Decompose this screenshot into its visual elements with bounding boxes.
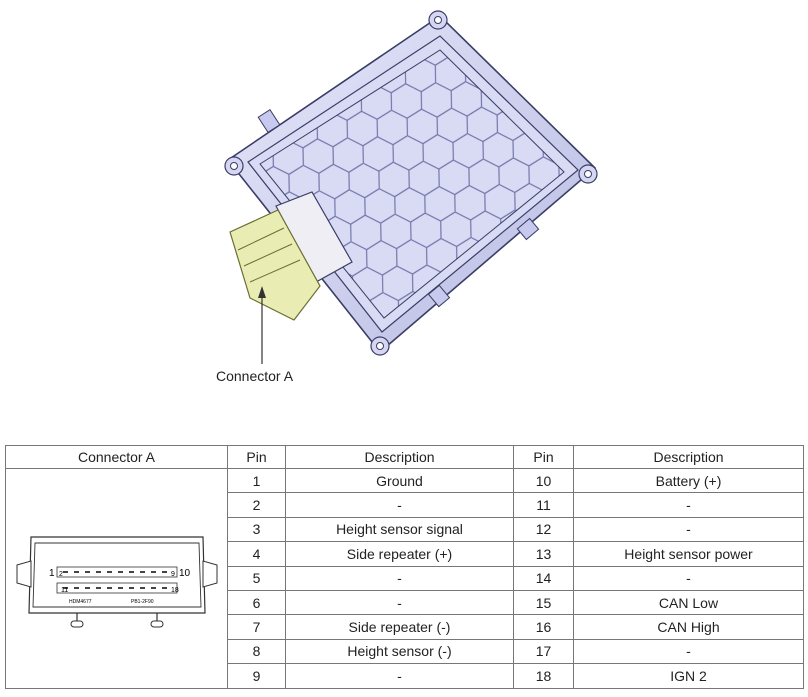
header-connector: Connector A bbox=[5, 445, 228, 469]
desc-b-cell: Battery (+) bbox=[573, 467, 804, 494]
desc-a-cell: - bbox=[285, 589, 514, 616]
pin-assignment-table: Connector A Pin Description Pin Descript… bbox=[5, 445, 804, 689]
table-row: 6 - 15 CAN Low bbox=[6, 589, 804, 616]
pin-label-1: 1 bbox=[49, 568, 55, 579]
desc-a-cell: - bbox=[285, 492, 514, 518]
desc-b-cell: - bbox=[573, 492, 804, 518]
pin-label-18: 18 bbox=[171, 587, 179, 594]
pin-a-cell: 9 bbox=[227, 663, 286, 689]
header-pin-a: Pin bbox=[227, 445, 286, 469]
pin-b-cell: 10 bbox=[513, 467, 574, 494]
control-module-illustration bbox=[224, 10, 598, 364]
pin-label-9: 9 bbox=[171, 571, 175, 578]
pin-a-cell: 4 bbox=[227, 541, 286, 567]
pin-b-cell: 18 bbox=[513, 663, 574, 689]
desc-b-cell: CAN High bbox=[573, 614, 804, 640]
callout-arrowhead bbox=[258, 286, 266, 298]
table-row: 9 - 18 IGN 2 bbox=[6, 663, 804, 689]
desc-b-cell: CAN Low bbox=[573, 589, 804, 616]
pin-a-cell: 5 bbox=[227, 565, 286, 591]
desc-a-cell: - bbox=[285, 663, 514, 689]
connector-a-plug bbox=[229, 191, 353, 321]
table-row: 8 Height sensor (-) 17 - bbox=[6, 638, 804, 665]
desc-b-cell: Height sensor power bbox=[573, 541, 804, 567]
pin-b-cell: 14 bbox=[513, 565, 574, 591]
desc-b-cell: IGN 2 bbox=[573, 663, 804, 689]
table-row: 1 2 9 10 11 18 HDM4677 PB1-2F90 1 Ground… bbox=[5, 467, 804, 689]
connector-face-cell: 1 2 9 10 11 18 HDM4677 PB1-2F90 bbox=[5, 468, 228, 689]
pin-b-cell: 15 bbox=[513, 589, 574, 616]
pin-a-cell: 1 bbox=[227, 467, 286, 494]
connector-a-face-diagram: 1 2 9 10 11 18 HDM4677 PB1-2F90 bbox=[16, 536, 217, 628]
desc-b-cell: - bbox=[573, 516, 804, 543]
pin-b-cell: 12 bbox=[513, 516, 574, 543]
part-number-right: PB1-2F90 bbox=[131, 599, 154, 605]
desc-a-cell: - bbox=[285, 565, 514, 591]
table-header-row: Connector A Pin Description Pin Descript… bbox=[5, 445, 804, 469]
table-row: 4 Side repeater (+) 13 Height sensor pow… bbox=[6, 541, 804, 567]
pin-a-cell: 2 bbox=[227, 492, 286, 518]
connector-a-label: Connector A bbox=[216, 368, 294, 384]
desc-a-cell: Height sensor signal bbox=[285, 516, 514, 543]
pin-b-cell: 13 bbox=[513, 541, 574, 567]
pin-label-2: 2 bbox=[59, 571, 63, 578]
pin-a-cell: 8 bbox=[227, 638, 286, 665]
header-description-a: Description bbox=[285, 445, 514, 469]
part-number-left: HDM4677 bbox=[69, 599, 92, 605]
pin-a-cell: 3 bbox=[227, 516, 286, 543]
header-pin-b: Pin bbox=[513, 445, 574, 469]
pin-a-cell: 7 bbox=[227, 614, 286, 640]
desc-a-cell: Ground bbox=[285, 467, 514, 494]
desc-b-cell: - bbox=[573, 638, 804, 665]
pin-label-10: 10 bbox=[179, 568, 191, 579]
desc-b-cell: - bbox=[573, 565, 804, 591]
pin-a-cell: 6 bbox=[227, 589, 286, 616]
pin-b-cell: 16 bbox=[513, 614, 574, 640]
desc-a-cell: Side repeater (-) bbox=[285, 614, 514, 640]
header-description-b: Description bbox=[573, 445, 804, 469]
desc-a-cell: Side repeater (+) bbox=[285, 541, 514, 567]
pin-b-cell: 11 bbox=[513, 492, 574, 518]
pin-label-11: 11 bbox=[61, 587, 68, 594]
table-row: 7 Side repeater (-) 16 CAN High bbox=[6, 614, 804, 640]
pin-b-cell: 17 bbox=[513, 638, 574, 665]
desc-a-cell: Height sensor (-) bbox=[285, 638, 514, 665]
